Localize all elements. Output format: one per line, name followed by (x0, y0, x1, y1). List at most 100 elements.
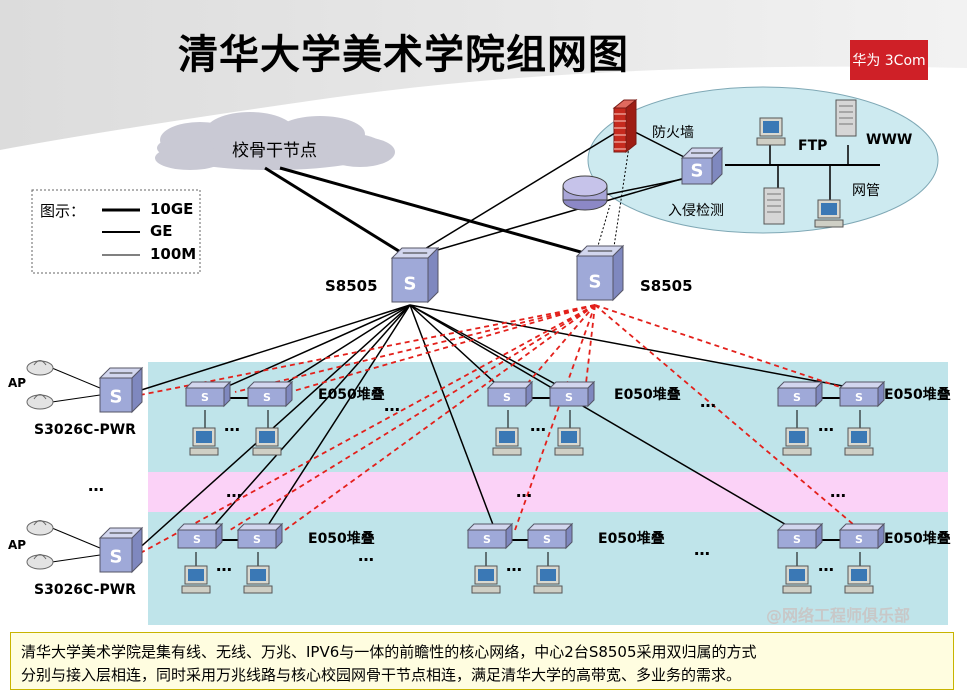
pc-icon (844, 427, 874, 456)
middle-band (148, 472, 948, 512)
e050-switch: S (776, 380, 824, 408)
ellipsis: … (224, 416, 240, 435)
e050-switch: S (184, 380, 232, 408)
svg-text:S: S (404, 274, 417, 295)
legend-100m: 100M (150, 245, 197, 263)
caption-line-2: 分别与接入层相连，同时采用万兆线路与核心校园网骨干节点相连，满足清华大学的高带宽… (21, 666, 742, 684)
header-band (0, 0, 967, 150)
pc-icon (189, 427, 219, 456)
legend-10ge: 10GE (150, 200, 194, 218)
caption-line-1: 清华大学美术学院是集有线、无线、万兆、IPV6与一体的前瞻性的核心网络，中心2台… (21, 643, 757, 661)
pc-icon (554, 427, 584, 456)
www-label: WWW (866, 132, 913, 148)
ellipsis: … (516, 482, 532, 501)
brand-logo: 华为 3Com (850, 40, 928, 80)
svg-text:S: S (543, 533, 551, 546)
svg-text:S: S (691, 161, 704, 182)
svg-text:S: S (263, 391, 271, 404)
ap-icon (26, 360, 54, 376)
svg-text:S: S (589, 272, 602, 293)
stack-label-2: E050堆叠 (614, 387, 681, 403)
pc-icon (844, 565, 874, 594)
ellipsis: … (216, 556, 232, 575)
devices-layer: S S S S S S S S S S S S S S S S S (26, 98, 886, 594)
e050-switch: S (776, 522, 824, 550)
legend-ge: GE (150, 222, 173, 240)
e050-switch: S (236, 522, 284, 550)
e050-switch: S (466, 522, 514, 550)
ellipsis: … (384, 396, 400, 415)
ap-icon (26, 394, 54, 410)
ellipsis: … (818, 416, 834, 435)
e050-switch: S (526, 522, 574, 550)
core-switch-right: S (575, 244, 625, 302)
ellipsis: … (694, 540, 710, 559)
svg-text:S: S (565, 391, 573, 404)
server-zone (587, 86, 939, 234)
pc-icon (181, 565, 211, 594)
e050-switch: S (176, 522, 224, 550)
firewall-label: 防火墙 (652, 125, 694, 141)
ftp-label: FTP (798, 138, 828, 154)
stack-label-5: E050堆叠 (598, 531, 665, 547)
ellipsis: … (506, 556, 522, 575)
ids-label: 入侵检测 (668, 203, 724, 219)
stack-label-3: E050堆叠 (884, 387, 951, 403)
stack-label-1: E050堆叠 (318, 387, 385, 403)
access-switch-s3026c: S (98, 366, 144, 414)
firewall-icon (612, 98, 638, 154)
svg-text:S: S (110, 386, 123, 407)
mgmt-pc-icon (814, 199, 844, 228)
ellipsis: … (358, 546, 374, 565)
ellipsis: … (226, 482, 242, 501)
ids-icon (562, 175, 608, 211)
pc-icon (471, 565, 501, 594)
svg-text:S: S (193, 533, 201, 546)
svg-text:S: S (793, 533, 801, 546)
ellipsis: … (830, 482, 846, 501)
svg-text:S: S (110, 546, 123, 567)
backbone-cloud (155, 112, 395, 170)
pc-icon (492, 427, 522, 456)
pc-icon (243, 565, 273, 594)
watermark: @网络工程师俱乐部 (766, 606, 911, 625)
server-zone-switch: S (680, 146, 724, 186)
ap-label-1: AP (8, 376, 27, 390)
stack-label-4: E050堆叠 (308, 531, 375, 547)
pc-icon (782, 565, 812, 594)
ap-icon (26, 520, 54, 536)
ellipsis: … (88, 476, 104, 495)
e050-switch: S (246, 380, 294, 408)
ellipsis: … (530, 416, 546, 435)
svg-text:S: S (793, 391, 801, 404)
mgmt-label: 网管 (852, 183, 880, 199)
svg-text:S: S (855, 391, 863, 404)
ellipsis: … (700, 392, 716, 411)
svg-text:S: S (253, 533, 261, 546)
svg-text:S: S (201, 391, 209, 404)
svg-text:S: S (483, 533, 491, 546)
stack-label-6: E050堆叠 (884, 531, 951, 547)
e050-switch: S (548, 380, 596, 408)
caption-box: 清华大学美术学院是集有线、无线、万兆、IPV6与一体的前瞻性的核心网络，中心2台… (10, 632, 954, 690)
access-switch-label-1: S3026C-PWR (34, 422, 136, 438)
svg-text:S: S (855, 533, 863, 546)
svg-text:S: S (503, 391, 511, 404)
ftp-workstation-icon (756, 117, 786, 146)
www-server-icon (835, 99, 857, 137)
pc-icon (782, 427, 812, 456)
e050-switch: S (486, 380, 534, 408)
ellipsis: … (818, 556, 834, 575)
e050-switch: S (838, 522, 886, 550)
legend-heading: 图示： (40, 202, 86, 220)
server-icon (763, 187, 785, 225)
access-switch-s3026c: S (98, 526, 144, 574)
access-switch-label-2: S3026C-PWR (34, 582, 136, 598)
pc-icon (252, 427, 282, 456)
pc-icon (533, 565, 563, 594)
backbone-label: 校骨干节点 (232, 141, 317, 161)
core-switch-label-right: S8505 (640, 277, 693, 295)
e050-switch: S (838, 380, 886, 408)
core-switch-label-left: S8505 (325, 277, 378, 295)
